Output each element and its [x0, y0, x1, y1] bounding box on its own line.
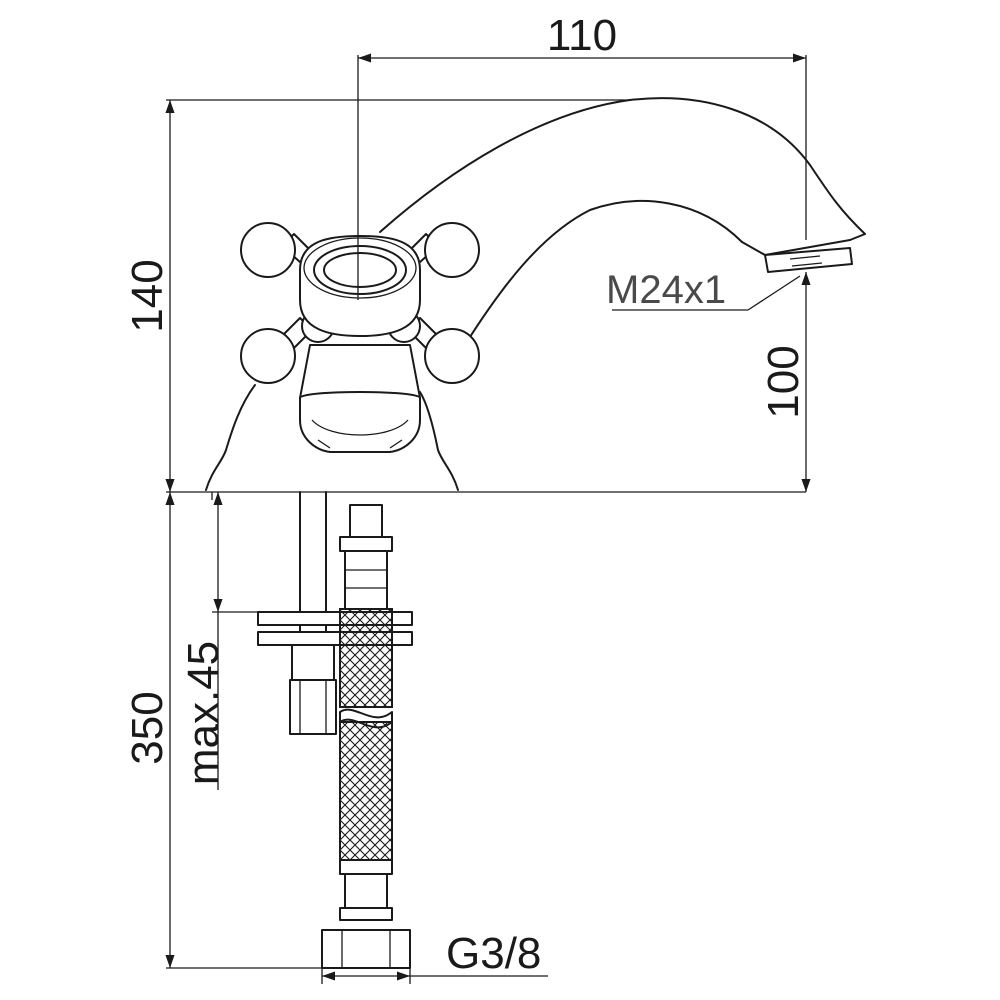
aerator-thread-callout: M24x1 [606, 268, 801, 312]
dim-mount-thickness: max.45 [179, 492, 228, 790]
hose-connection-callout: G3/8 [321, 929, 548, 984]
braided-hose [321, 504, 411, 969]
handle-hub [299, 235, 421, 337]
dim-spout-height: 100 [759, 272, 811, 492]
extension-lines [166, 55, 807, 969]
dim-total-height-label: 140 [123, 259, 172, 332]
dim-hose-length-label: 350 [123, 691, 172, 764]
dim-hose-length: 350 [123, 492, 175, 968]
aerator-thread-label: M24x1 [606, 268, 726, 312]
mounting-stud [289, 491, 337, 735]
dim-spout-reach-label: 110 [547, 11, 617, 60]
dim-spout-height-label: 100 [759, 345, 808, 418]
dim-mount-thickness-label: max.45 [179, 641, 228, 785]
dim-spout-reach: 110 [358, 11, 806, 63]
dim-total-height: 140 [123, 100, 175, 492]
aerator [764, 247, 853, 273]
hose-connection-label: G3/8 [446, 929, 541, 978]
valve-body [299, 344, 421, 453]
